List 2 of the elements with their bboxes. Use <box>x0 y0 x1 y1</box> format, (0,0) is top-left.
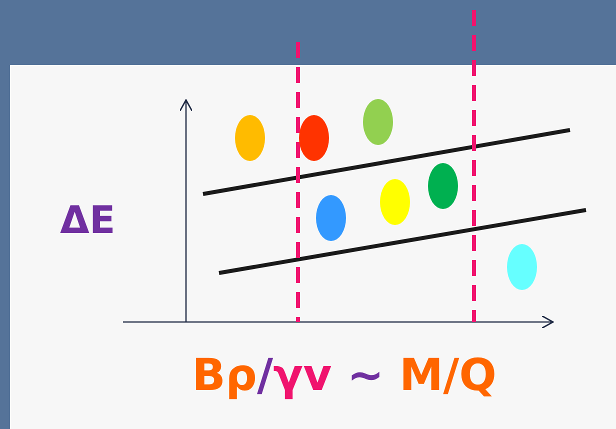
axis-label: ΔE <box>60 198 116 242</box>
formula-label: Bρ/γv ~ M/Q <box>192 350 497 401</box>
